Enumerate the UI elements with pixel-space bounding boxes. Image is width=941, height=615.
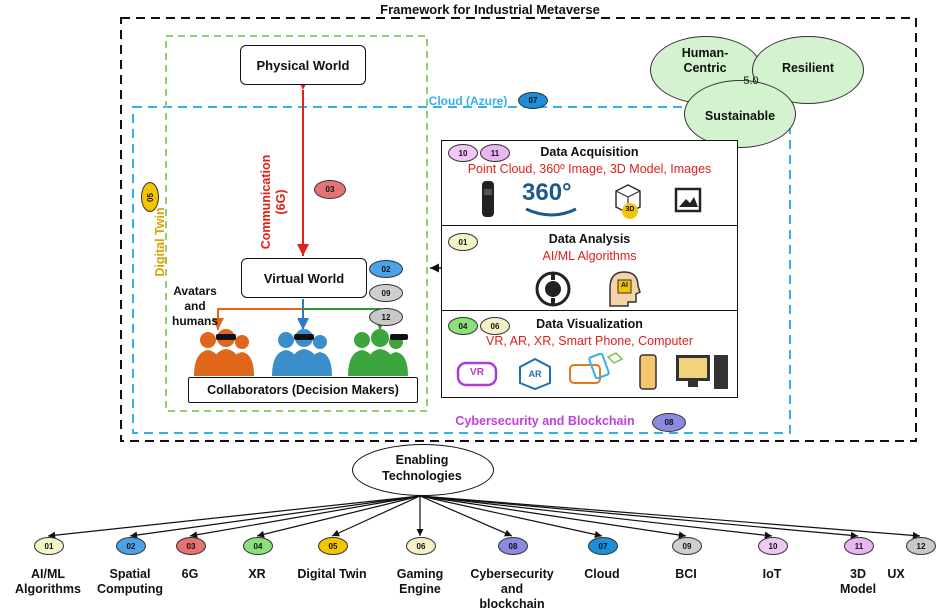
connector-10 (419, 495, 773, 539)
connector-09 (419, 495, 687, 539)
digital-twin-badge: 05 (141, 182, 159, 212)
communication-label: Communication (6G) (259, 154, 288, 250)
technology-label-05: Digital Twin (297, 567, 367, 581)
physical-world-box: Physical World (240, 45, 366, 85)
technology-label-01: AI/ML Algorithms (15, 567, 81, 596)
smartphone-icon (639, 354, 657, 390)
virtual-badge-02: 02 (369, 260, 403, 278)
connector-01 (47, 495, 421, 539)
technology-label-07: Cloud (584, 567, 620, 581)
3d-model-icon (615, 184, 641, 219)
collaborators-box: Collaborators (Decision Makers) (188, 377, 418, 403)
blue-avatar-group-icon (272, 329, 332, 376)
virtual-world-box: Virtual World (241, 258, 367, 298)
xr-devices-icon (569, 352, 624, 384)
technology-badge-08: 08 (498, 537, 528, 555)
acquisition-badge-11: 11 (480, 144, 510, 162)
connector-05 (331, 495, 421, 537)
ai-brain-head-icon (609, 271, 641, 307)
pillar-sustainable-label: Sustainable (704, 109, 776, 123)
ar-label: AR (528, 369, 542, 379)
communication-badge: 03 (314, 180, 346, 199)
acquisition-title: Data Acquisition (540, 145, 639, 159)
pillar-sustainable (684, 80, 796, 148)
technology-badge-07: 07 (588, 537, 618, 555)
enabling-technology-connectors (47, 495, 921, 540)
virtual-badge-12: 12 (369, 308, 403, 326)
avatar-groups (194, 329, 408, 376)
computer-icon (676, 355, 728, 389)
technology-label-09: BCI (675, 567, 697, 581)
vr-headset-icon (456, 361, 498, 387)
pillar-human-centric-label: Human- Centric (681, 46, 729, 75)
cloud-badge: 07 (518, 92, 548, 109)
virtual-badge-09: 09 (369, 284, 403, 302)
technology-badge-10: 10 (758, 537, 788, 555)
technology-badge-05: 05 (318, 537, 348, 555)
avatars-label: Avatars and humans (171, 284, 218, 328)
algorithm-gear-icon (535, 271, 571, 307)
lidar-scanner-icon (482, 181, 494, 217)
technology-badge-12: 12 (906, 537, 936, 555)
pillar-resilient-label: Resilient (781, 61, 835, 75)
pillar-version: 5.0 (743, 75, 759, 87)
vr-label: VR (470, 367, 484, 378)
cloud-frame (132, 106, 791, 434)
technology-label-02: Spatial Computing (97, 567, 163, 596)
framework-frame (120, 17, 917, 442)
cloud-label: Cloud (Azure) (428, 94, 508, 108)
acquisition-subtitle: Point Cloud, 360º Image, 3D Model, Image… (467, 162, 712, 176)
technology-badge-03: 03 (176, 537, 206, 555)
visualization-badge-04: 04 (448, 317, 478, 335)
data-visualization-panel: 04 06 Data Visualization VR, AR, XR, Sma… (441, 310, 738, 398)
data-analysis-panel: 01 Data Analysis AI/ML Algorithms AI (441, 225, 738, 312)
technology-label-06: Gaming Engine (396, 567, 444, 596)
visualization-subtitle: VR, AR, XR, Smart Phone, Computer (485, 334, 694, 348)
green-avatar-group-icon (348, 329, 408, 376)
visualization-title: Data Visualization (536, 317, 643, 331)
technology-label-12: UX (887, 567, 905, 581)
connector-02 (129, 495, 421, 539)
technology-badge-06: 06 (406, 537, 436, 555)
connector-03 (189, 495, 421, 539)
ar-cube-icon (519, 357, 551, 391)
technology-label-04: XR (248, 567, 266, 581)
data-acquisition-panel: 10 11 Data Acquisition Point Cloud, 360º… (441, 140, 738, 227)
framework-title: Framework for Industrial Metaverse (380, 2, 600, 17)
ai-chip-label: AI (621, 282, 628, 289)
technology-label-11: 3D Model (839, 567, 877, 596)
technology-badge-04: 04 (243, 537, 273, 555)
panorama-arrow-icon (525, 207, 577, 217)
technology-label-08: Cybersecurity and blockchain (470, 567, 554, 611)
enabling-technologies-ellipse (352, 444, 494, 496)
technology-badge-01: 01 (34, 537, 64, 555)
technology-label-10: IoT (762, 567, 782, 581)
panorama-360-icon: 360° (522, 179, 572, 206)
connector-12 (419, 495, 921, 540)
analysis-subtitle: AI/ML Algorithms (542, 249, 637, 263)
analysis-badge-01: 01 (448, 233, 478, 251)
technology-badge-02: 02 (116, 537, 146, 555)
connector-11 (419, 495, 859, 539)
orange-avatar-group-icon (194, 329, 254, 376)
3d-model-icon-label: 3D (625, 206, 635, 213)
technology-badge-09: 09 (672, 537, 702, 555)
images-icon (674, 187, 702, 213)
technology-label-03: 6G (181, 567, 199, 581)
digital-twin-frame (165, 35, 428, 412)
connector-08 (419, 495, 513, 537)
security-badge: 08 (652, 413, 686, 432)
analysis-title: Data Analysis (548, 232, 631, 246)
technology-badge-11: 11 (844, 537, 874, 555)
connector-04 (256, 495, 421, 538)
security-label: Cybersecurity and Blockchain (455, 414, 635, 428)
visualization-badge-06: 06 (480, 317, 510, 335)
connector-07 (419, 495, 603, 538)
enabling-technologies-label: Enabling Technologies (382, 453, 462, 483)
acquisition-badge-10: 10 (448, 144, 478, 162)
